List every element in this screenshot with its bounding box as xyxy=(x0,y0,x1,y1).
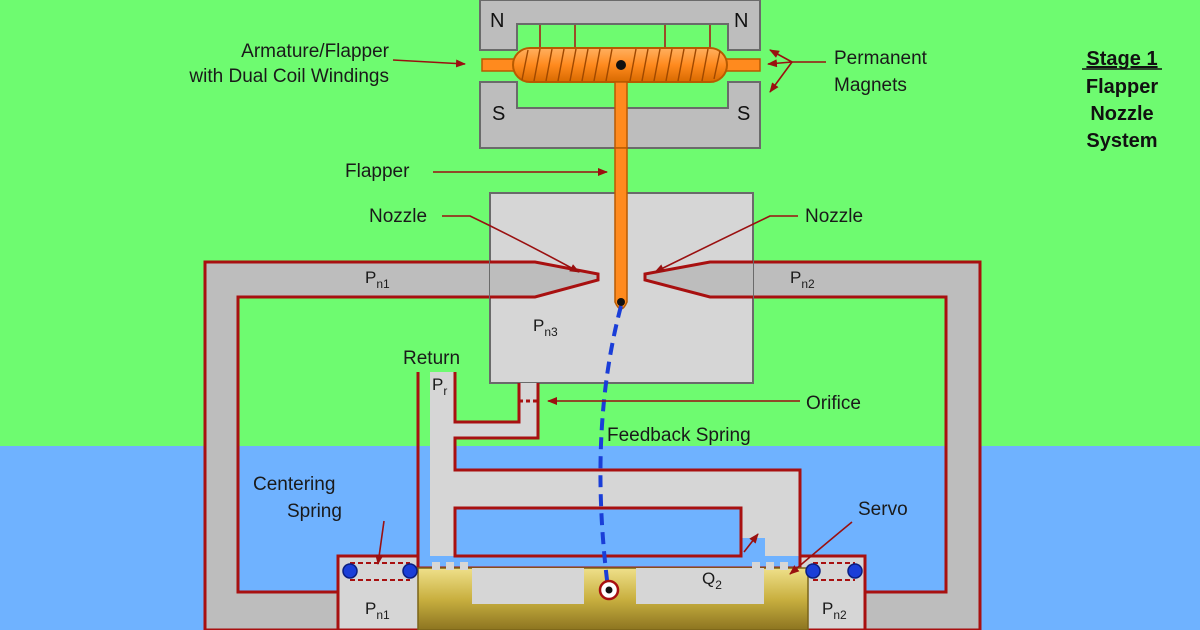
spool-land-gap-left xyxy=(472,568,584,604)
stage-title-line2: Flapper xyxy=(1086,76,1158,98)
flapper-label: Flapper xyxy=(345,161,410,182)
coil-turns xyxy=(521,48,721,82)
centering-spring-label-line1: Centering xyxy=(253,474,335,495)
flow-label-q2: Q2 xyxy=(702,569,722,592)
orifice-label: Orifice xyxy=(806,393,861,414)
flapper-stem-upper xyxy=(614,81,628,149)
return-label: Return xyxy=(403,348,460,369)
pressure-label-pn2-bottom: Pn2 xyxy=(822,599,847,622)
return-passage xyxy=(418,372,800,556)
spool-notches xyxy=(432,562,788,570)
magnet-s-left: S xyxy=(492,103,505,125)
nozzle-label-right: Nozzle xyxy=(805,206,863,227)
permanent-magnets-label-line2: Magnets xyxy=(834,75,907,96)
stage-title-line4: System xyxy=(1086,130,1157,152)
armature-pivot xyxy=(616,60,626,70)
spool-land-gap-right xyxy=(636,568,764,604)
left-nozzle-outline xyxy=(490,260,600,299)
right-nozzle-outline xyxy=(643,260,753,299)
upper-permanent-magnet xyxy=(479,0,761,51)
magnet-s-right: S xyxy=(737,103,750,125)
feedback-spring-label: Feedback Spring xyxy=(607,425,751,446)
armature-label-line1: Armature/Flapper xyxy=(241,41,390,62)
annotation-arrows xyxy=(375,49,853,575)
pressure-label-pn1-top: Pn1 xyxy=(365,268,390,291)
feedback-spring-ball-center xyxy=(605,586,613,594)
pressure-label-pn2-top: Pn2 xyxy=(790,268,815,291)
pressure-label-pn3: Pn3 xyxy=(533,316,558,339)
pressure-label-pn1-bottom: Pn1 xyxy=(365,599,390,622)
return-inner-loop xyxy=(453,506,743,558)
feedback-spring xyxy=(598,305,623,589)
magnet-n-left: N xyxy=(490,10,504,32)
pressure-label-pr: Pr xyxy=(432,375,447,398)
flapper-tip xyxy=(617,298,625,306)
right-centering-spring xyxy=(805,562,863,581)
left-centering-spring xyxy=(342,562,418,581)
right-nozzle xyxy=(645,262,753,297)
permanent-magnets-label-line1: Permanent xyxy=(834,48,928,69)
centering-spring-label-line2: Spring xyxy=(287,501,342,522)
stage-title-line3: Nozzle xyxy=(1090,103,1153,125)
flapper-stem-lower xyxy=(614,147,628,310)
stage-title-line1: Stage 1 xyxy=(1086,48,1157,70)
magnet-n-right: N xyxy=(734,10,748,32)
nozzle-label-left: Nozzle xyxy=(369,206,427,227)
servo-label: Servo xyxy=(858,499,908,520)
armature-label-line2: with Dual Coil Windings xyxy=(188,66,389,87)
